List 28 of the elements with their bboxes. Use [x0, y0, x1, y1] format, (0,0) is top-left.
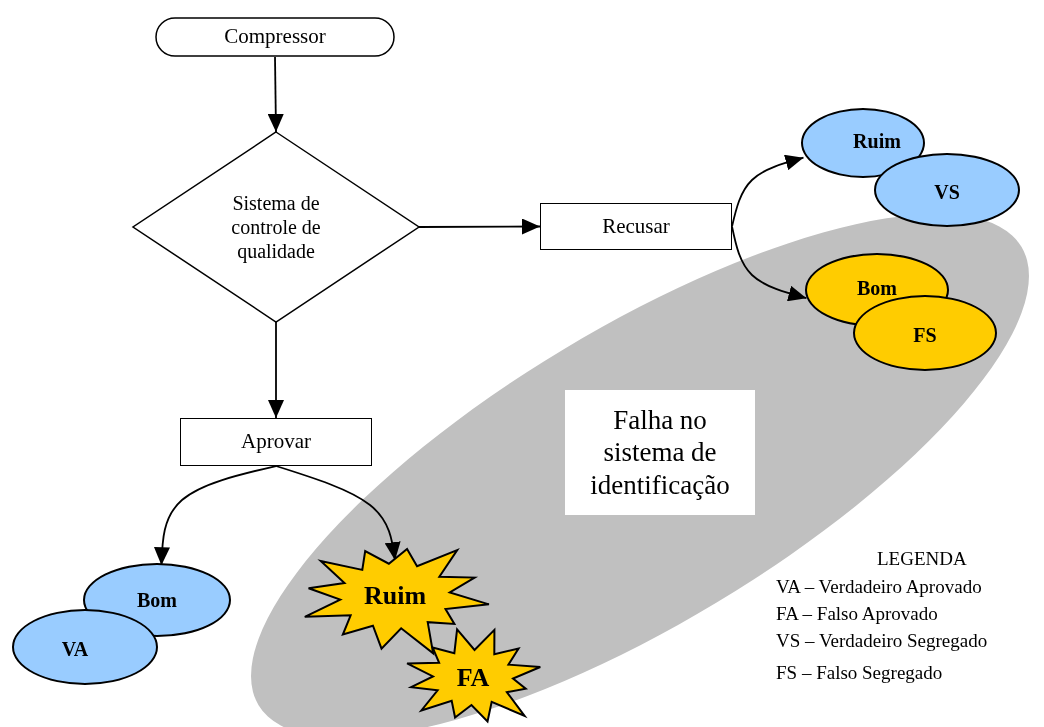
start-terminal: [155, 17, 395, 57]
legend-entry: FS – Falso Segregado: [776, 662, 943, 684]
explosion-shape: [404, 630, 542, 725]
decision-diamond: [133, 132, 419, 322]
node-label: Sistema de controle de qualidade: [230, 191, 322, 263]
legend-entry: VA – Verdadeiro Aprovado: [776, 576, 982, 598]
node-label: Ruim: [853, 129, 901, 153]
node-label: Bom: [137, 588, 177, 612]
node-label: VS: [934, 180, 960, 204]
node-label: Compressor: [224, 24, 326, 50]
arrow: [267, 56, 284, 133]
arrow: [731, 225, 808, 302]
process-box: [540, 203, 732, 250]
note-box: [565, 390, 755, 515]
node-label: FS: [913, 323, 937, 347]
node-label: Bom: [857, 276, 897, 300]
arrow: [731, 154, 805, 228]
node-label: Aprovar: [241, 429, 311, 455]
node-label: FA: [456, 661, 490, 694]
arrow: [268, 321, 284, 419]
node-label: Recusar: [602, 213, 670, 240]
arrow: [418, 218, 541, 235]
node-label: Falha no sistema de identificação: [589, 403, 731, 502]
legend-title: LEGENDA: [877, 548, 967, 570]
legend-entry: VS – Verdadeiro Segregado: [776, 630, 988, 652]
node-label: VA: [61, 637, 89, 661]
legend-entry: FA – Falso Aprovado: [776, 603, 938, 625]
process-box: [180, 418, 372, 466]
